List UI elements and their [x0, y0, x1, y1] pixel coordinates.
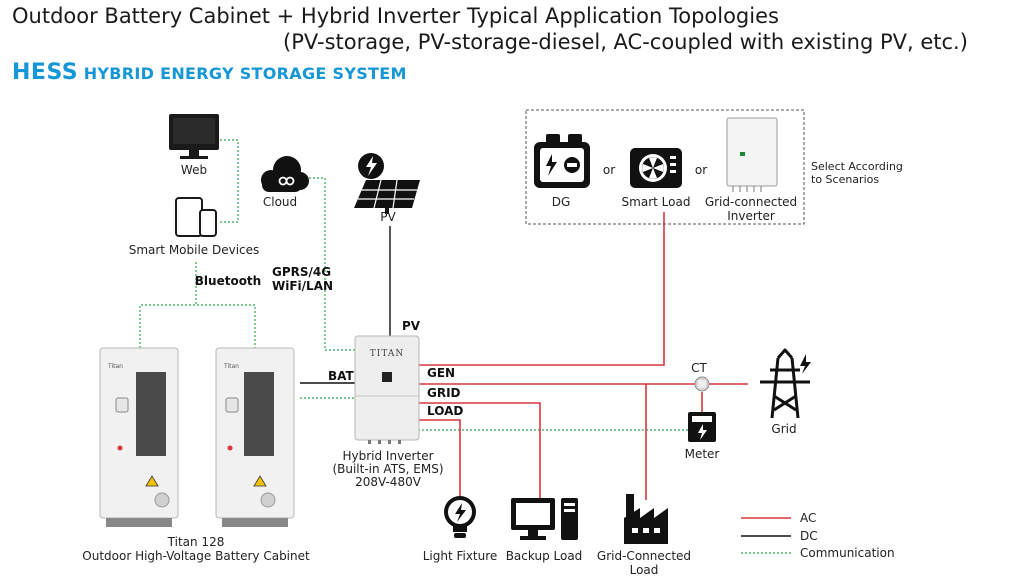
wifi-label: WiFi/LAN [272, 279, 333, 293]
computer-icon [511, 498, 578, 540]
ct-label: CT [691, 361, 707, 375]
ac-lines [418, 212, 748, 500]
cabinet-brand-right: Titan [223, 363, 239, 370]
bluetooth-label: Bluetooth [195, 274, 261, 288]
dc-lines [300, 226, 391, 384]
comm-line-cabinets [139, 304, 256, 348]
grid-inverter-icon [726, 117, 778, 192]
cabinet-label-2: Outdoor High-Voltage Battery Cabinet [82, 549, 310, 563]
smart-load-icon [630, 148, 682, 188]
ac-line-light [418, 419, 461, 496]
mobile-devices-icon [175, 197, 217, 237]
meter-label: Meter [685, 447, 720, 461]
meter-icon [688, 412, 716, 442]
monitor-icon [169, 114, 219, 159]
pv-port-label: PV [402, 319, 421, 333]
load-port-label: LOAD [427, 404, 463, 418]
grid-label: Grid [771, 422, 796, 436]
select-note-2: to Scenarios [811, 173, 879, 186]
inverter-brand: TITAN [370, 349, 404, 359]
dg-label: DG [552, 195, 571, 209]
grid-inverter-label-2: Inverter [727, 209, 775, 223]
legend: AC DC Communication [741, 511, 895, 560]
gprs-label: GPRS/4G [272, 265, 331, 279]
grid-load-label-2: Load [630, 563, 659, 577]
generator-icon [534, 134, 590, 188]
battery-cabinet-right: Titan [215, 347, 295, 527]
gen-port-label: GEN [427, 366, 455, 380]
scenario-box [525, 109, 805, 225]
legend-dc: DC [800, 529, 818, 543]
communication-lines [139, 139, 690, 431]
comm-line-web-mobile [218, 139, 239, 223]
inverter-label-2: (Built-in ATS, EMS) [332, 462, 443, 476]
hybrid-inverter-icon: TITAN [354, 335, 420, 444]
pv-label: PV [380, 210, 396, 224]
grid-bolt-icon [800, 354, 811, 374]
legend-ac: AC [800, 511, 816, 525]
factory-icon [624, 494, 668, 544]
ac-line-backup [418, 402, 541, 498]
hess-heading: HESS HYBRID ENERGY STORAGE SYSTEM [12, 60, 407, 85]
page-subtitle: (PV-storage, PV-storage-diesel, AC-coupl… [283, 30, 968, 54]
ct-sensor-icon [694, 376, 710, 392]
web-label: Web [181, 163, 207, 177]
legend-comm: Communication [800, 546, 895, 560]
hess-abbrev: HESS [12, 60, 79, 85]
smart-load-label: Smart Load [622, 195, 691, 209]
cabinet-brand-left: Titan [107, 363, 123, 370]
or-label-2: or [695, 163, 707, 177]
select-note-1: Select According [811, 160, 903, 173]
cabinet-label-1: Titan 128 [167, 535, 225, 549]
grid-load-label-1: Grid-Connected [597, 549, 691, 563]
battery-cabinet-left: Titan [99, 347, 179, 527]
smart-mobile-label: Smart Mobile Devices [129, 243, 260, 257]
inverter-label-1: Hybrid Inverter [342, 449, 433, 463]
hess-full: HYBRID ENERGY STORAGE SYSTEM [83, 64, 407, 83]
grid-inverter-label-1: Grid-connected [705, 195, 797, 209]
grid-port-label: GRID [427, 386, 461, 400]
grid-tower-icon [760, 348, 810, 419]
solar-panel-icon [354, 153, 420, 214]
light-fixture-label: Light Fixture [423, 549, 498, 563]
comm-line-cloud-inverter [305, 177, 355, 351]
cloud-icon [261, 156, 309, 192]
backup-load-label: Backup Load [506, 549, 583, 563]
cloud-label: Cloud [263, 195, 297, 209]
page-title: Outdoor Battery Cabinet + Hybrid Inverte… [12, 4, 779, 28]
light-bulb-icon [444, 496, 476, 538]
bat-port-label: BAT [328, 369, 355, 383]
ac-line-gen [418, 212, 665, 366]
or-label-1: or [603, 163, 615, 177]
inverter-label-3: 208V-480V [355, 475, 422, 489]
